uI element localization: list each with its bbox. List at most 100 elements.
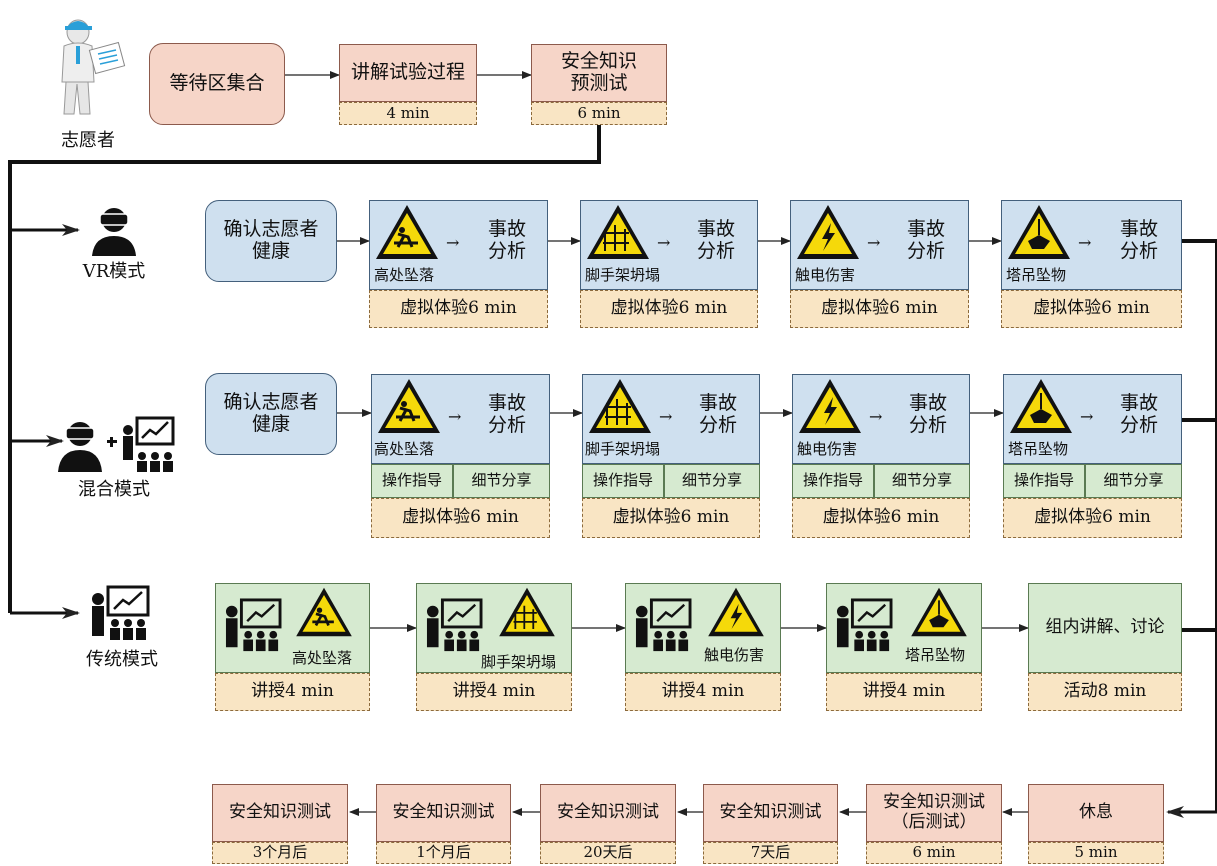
mixed-duration: 虚拟体验6 min	[792, 498, 970, 538]
vr-card-scaffold: 脚手架坍塌 → 事故 分析	[580, 200, 758, 290]
trad-duration: 讲授4 min	[215, 673, 370, 711]
rest-box: 休息	[1028, 784, 1164, 842]
vr-duration: 虚拟体验6 min	[1001, 290, 1182, 328]
mixed-share: 细节分享	[874, 464, 970, 498]
step-assemble: 等待区集合	[149, 43, 285, 125]
warning-crane-icon	[911, 587, 967, 637]
vr-hazard-label: 塔吊坠物	[1006, 266, 1067, 284]
step-explain: 讲解试验过程	[339, 44, 477, 102]
mixed-share: 细节分享	[453, 464, 550, 498]
arrow-glyph: →	[867, 233, 881, 252]
vr-card-fall: 高处坠落 → 事故 分析	[369, 200, 548, 290]
vr-duration: 虚拟体验6 min	[580, 290, 758, 328]
mixed-mode-label: 混合模式	[78, 478, 150, 500]
mixed-hazard-label: 触电伤害	[797, 440, 858, 458]
arrow-glyph: →	[446, 233, 460, 252]
mixed-card-electric: 触电伤害 → 事故 分析	[792, 374, 970, 464]
test-duration: 20天后	[540, 842, 676, 864]
vr-confirm-health: 确认志愿者 健康	[205, 200, 337, 282]
mixed-duration: 虚拟体验6 min	[371, 498, 550, 538]
trad-duration: 讲授4 min	[625, 673, 781, 711]
lecture-teacher-icon	[426, 598, 483, 652]
warning-scaffold-icon	[587, 205, 649, 259]
step-pretest: 安全知识 预测试	[531, 44, 667, 102]
warning-crane-icon	[1010, 379, 1072, 433]
lecture-teacher-icon	[88, 585, 152, 643]
trad-card-scaffold: 脚手架坍塌	[416, 583, 572, 673]
vr-hazard-label: 脚手架坍塌	[585, 266, 661, 284]
test-duration: 3个月后	[212, 842, 348, 864]
posttest-box: 安全知识测试 （后测试）	[866, 784, 1002, 842]
main-trunk	[8, 125, 601, 613]
mixed-confirm-health: 确认志愿者 健康	[205, 373, 337, 455]
vr-hazard-label: 触电伤害	[795, 266, 856, 284]
test-duration: 7天后	[703, 842, 838, 864]
vr-analysis: 事故 分析	[487, 218, 526, 262]
trad-card-fall: 高处坠落	[215, 583, 370, 673]
mixed-guide: 操作指导	[582, 464, 664, 498]
step-explain-duration: 4 min	[339, 102, 477, 125]
arrow-glyph: →	[1080, 407, 1094, 426]
rest-duration: 5 min	[1028, 842, 1164, 864]
mixed-analysis: 事故 分析	[1119, 392, 1158, 436]
step-pretest-duration: 6 min	[531, 102, 667, 125]
vr-card-electric: 触电伤害 → 事故 分析	[790, 200, 969, 290]
trad-duration: 讲授4 min	[826, 673, 982, 711]
mixed-hazard-label: 塔吊坠物	[1008, 440, 1069, 458]
warning-fall-icon	[378, 379, 440, 433]
trad-hazard-label: 触电伤害	[704, 646, 765, 664]
trad-duration: 讲授4 min	[416, 673, 572, 711]
warning-scaffold-icon	[499, 587, 555, 637]
mixed-analysis: 事故 分析	[487, 392, 526, 436]
volunteer-label: 志愿者	[61, 129, 115, 151]
vr-headset-person-icon	[84, 198, 144, 258]
warning-electric-icon	[799, 379, 861, 433]
mixed-hazard-label: 脚手架坍塌	[585, 440, 661, 458]
arrow-glyph: →	[869, 407, 883, 426]
mixed-analysis: 事故 分析	[698, 392, 737, 436]
trad-hazard-label: 塔吊坠物	[905, 646, 966, 664]
warning-electric-icon	[708, 587, 764, 637]
mixed-hazard-label: 高处坠落	[374, 440, 435, 458]
posttest-duration: 6 min	[866, 842, 1002, 864]
volunteer-figure-icon	[48, 10, 138, 120]
test-box: 安全知识测试	[212, 784, 348, 842]
lecture-teacher-icon	[635, 598, 692, 652]
test-box: 安全知识测试	[540, 784, 676, 842]
trad-activity-duration: 活动8 min	[1028, 673, 1182, 711]
trad-hazard-label: 脚手架坍塌	[481, 653, 557, 671]
arrow-glyph: →	[657, 233, 671, 252]
mixed-card-crane: 塔吊坠物 → 事故 分析	[1003, 374, 1182, 464]
vr-analysis: 事故 分析	[906, 218, 945, 262]
test-box: 安全知识测试	[703, 784, 838, 842]
traditional-mode-label: 传统模式	[86, 648, 158, 670]
mixed-guide: 操作指导	[1003, 464, 1085, 498]
trad-card-electric: 触电伤害	[625, 583, 781, 673]
warning-electric-icon	[797, 205, 859, 259]
vr-analysis: 事故 分析	[696, 218, 735, 262]
mixed-guide: 操作指导	[792, 464, 874, 498]
arrow-glyph: →	[1078, 233, 1092, 252]
test-duration: 1个月后	[376, 842, 511, 864]
trad-activity: 组内讲解、讨论	[1028, 583, 1182, 673]
warning-fall-icon	[296, 587, 352, 637]
test-box: 安全知识测试	[376, 784, 511, 842]
vr-analysis: 事故 分析	[1119, 218, 1158, 262]
warning-fall-icon	[376, 205, 438, 259]
vr-hazard-label: 高处坠落	[374, 266, 435, 284]
trad-card-crane: 塔吊坠物	[826, 583, 982, 673]
mixed-card-fall: 高处坠落 → 事故 分析	[371, 374, 550, 464]
mixed-guide: 操作指导	[371, 464, 453, 498]
vr-duration: 虚拟体验6 min	[790, 290, 969, 328]
warning-crane-icon	[1008, 205, 1070, 259]
trad-hazard-label: 高处坠落	[292, 649, 353, 667]
mixed-duration: 虚拟体验6 min	[582, 498, 760, 538]
mixed-duration: 虚拟体验6 min	[1003, 498, 1182, 538]
vr-mode-label: VR模式	[82, 260, 146, 282]
right-trunk	[1182, 239, 1217, 812]
mixed-share: 细节分享	[1085, 464, 1182, 498]
mixed-mode-icon	[52, 412, 182, 476]
arrow-glyph: →	[448, 407, 462, 426]
vr-duration: 虚拟体验6 min	[369, 290, 548, 328]
